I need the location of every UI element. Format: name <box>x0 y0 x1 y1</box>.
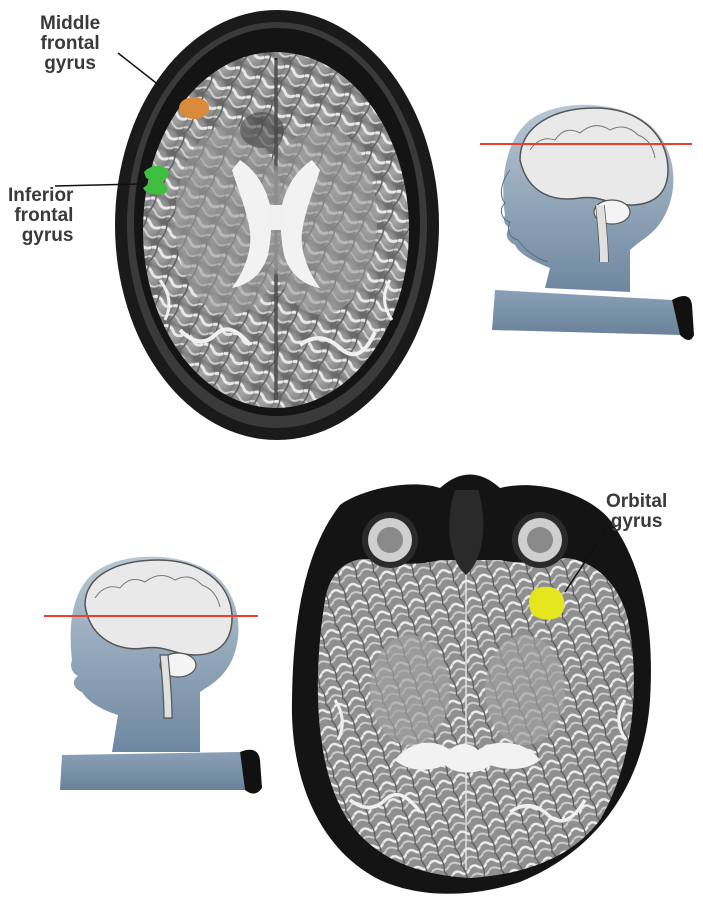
orbital-gyrus-label: Orbital gyrus <box>606 492 667 532</box>
middle-frontal-label-line2: frontal <box>40 34 100 54</box>
inferior-frontal-gyrus-label: Inferior frontal gyrus <box>8 186 73 246</box>
middle-frontal-gyrus-label: Middle frontal gyrus <box>40 14 100 74</box>
inferior-frontal-label-line1: Inferior <box>8 186 73 206</box>
middle-frontal-label-line1: Middle <box>40 14 100 34</box>
bottom-mri-slice <box>292 475 651 894</box>
middle-frontal-pointer <box>118 53 160 86</box>
inferior-frontal-label-line3: gyrus <box>8 226 73 246</box>
top-mri-slice <box>55 10 439 440</box>
orbital-label-line1: Orbital <box>606 492 667 512</box>
orbital-gyrus-region <box>529 587 564 620</box>
orbital-label-line2: gyrus <box>606 512 667 532</box>
inferior-frontal-label-line2: frontal <box>8 206 73 226</box>
middle-frontal-label-line3: gyrus <box>40 54 100 74</box>
head-icon-upper-slice <box>480 105 694 340</box>
middle-frontal-gyrus-region <box>179 97 209 119</box>
head-icon-lower-slice <box>44 557 262 794</box>
